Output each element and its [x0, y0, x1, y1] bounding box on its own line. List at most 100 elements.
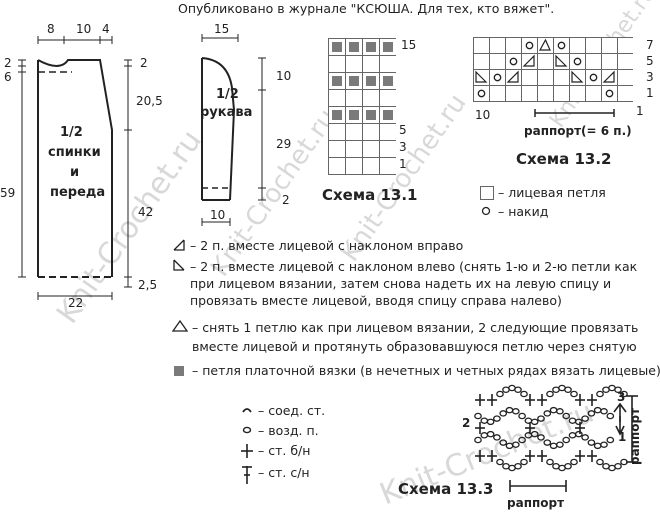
dim-label: 6	[4, 70, 12, 84]
single-crochet-icon	[525, 422, 535, 434]
grid-cell	[379, 157, 396, 175]
chain-icon	[546, 458, 554, 466]
legend-text: – петля платочной вязки (в нечетных и че…	[192, 363, 660, 378]
garter-cell	[349, 110, 359, 120]
single-crochet-icon	[575, 394, 585, 406]
chain-icon	[499, 439, 508, 446]
grid-cell	[617, 69, 633, 86]
chain-icon	[587, 410, 596, 417]
k2tog-right-icon	[506, 70, 519, 83]
chain-icon	[486, 430, 495, 438]
chain-icon	[505, 406, 514, 414]
grid-cell	[379, 55, 396, 73]
grid-cell	[505, 37, 522, 54]
garter-cell	[366, 76, 376, 86]
grid-cell	[569, 37, 586, 54]
grid-cell	[537, 85, 554, 102]
row-label: 2	[462, 416, 471, 430]
chain-icon	[496, 458, 504, 466]
grid-left-label: 10	[475, 108, 491, 122]
row-label: 3	[399, 140, 407, 154]
row-label: 1	[399, 157, 407, 171]
chain-icon	[593, 442, 602, 450]
single-crochet-icon	[475, 394, 485, 406]
chain-icon	[606, 412, 615, 420]
dim-label: 10	[210, 208, 226, 222]
grid-cell	[473, 85, 490, 102]
grid-cell	[601, 37, 618, 54]
chain-icon	[556, 441, 564, 448]
grid-cell	[601, 69, 618, 86]
grid-cell	[585, 85, 602, 102]
chain-icon	[600, 441, 608, 448]
k2tog-left-icon	[571, 70, 584, 83]
chain-icon	[505, 442, 514, 450]
garter-cell	[383, 76, 393, 86]
chain-icon	[474, 436, 482, 444]
chain-icon	[556, 408, 564, 415]
yarn-over-icon	[493, 73, 502, 82]
slip-stitch-icon	[242, 408, 252, 413]
chain-icon	[518, 412, 526, 420]
k2tog-left-icon	[173, 259, 185, 271]
k2tog-right-icon	[522, 54, 535, 67]
scheme-title: Схема 13.1	[322, 186, 418, 204]
chain-icon	[596, 390, 604, 398]
grid-cell	[362, 89, 380, 107]
dim-label: 4	[102, 22, 110, 36]
chain-icon	[581, 415, 589, 422]
grid-cell	[345, 140, 363, 158]
chain-icon	[520, 390, 528, 398]
grid-cell	[489, 85, 506, 102]
chain-icon	[562, 412, 571, 420]
chain-icon	[486, 418, 495, 426]
chain-icon	[568, 417, 577, 424]
chain-icon	[499, 410, 508, 417]
yarn-over-icon	[605, 89, 614, 98]
row-label: 7	[646, 38, 654, 52]
garter-cell	[349, 42, 359, 52]
grid-cell	[521, 85, 538, 102]
chain-icon	[543, 410, 552, 417]
row-label: 3	[646, 70, 654, 84]
chain-icon	[520, 458, 528, 466]
row-label: 5	[399, 123, 407, 137]
chain-icon	[546, 390, 554, 398]
chain-icon	[493, 415, 501, 422]
grid-cell	[601, 53, 618, 70]
legend-text: – соед. ст.	[258, 403, 326, 418]
grid-cell	[362, 140, 380, 158]
chain-icon	[480, 432, 489, 439]
garter-cell	[366, 110, 376, 120]
front-back-dims	[18, 36, 132, 300]
grid-cell	[362, 55, 380, 73]
grid-cell	[328, 55, 346, 73]
chain-icon	[614, 462, 622, 470]
single-crochet-icon	[525, 450, 535, 462]
dim-label: 10	[276, 69, 292, 83]
chain-icon	[600, 408, 608, 415]
grid-cell	[585, 37, 602, 54]
grid-cell	[379, 89, 396, 107]
scheme-title: Схема 13.3	[398, 480, 494, 498]
k2tog-right-icon	[173, 239, 185, 251]
knit-square-icon	[480, 186, 494, 200]
pattern-label: рукава	[200, 105, 253, 120]
dim-label: 10	[76, 22, 92, 36]
chain-icon	[537, 415, 545, 422]
row-label: 1	[646, 86, 654, 100]
repeat-label-vertical: раппорт	[628, 407, 642, 465]
single-crochet-icon	[587, 450, 597, 462]
grid-cell	[345, 89, 363, 107]
k2tog-right-icon	[602, 70, 615, 83]
chain-icon	[530, 430, 539, 438]
grid-cell	[505, 53, 522, 70]
single-crochet-icon	[487, 394, 497, 406]
repeat-label: раппорт(= 6 п.)	[524, 124, 632, 138]
grid-cell	[537, 53, 554, 70]
chain-icon	[518, 436, 526, 444]
grid-cell	[617, 37, 633, 54]
grid-cell	[521, 37, 538, 54]
row-label: 15	[401, 38, 417, 52]
chain-icon	[480, 417, 489, 424]
